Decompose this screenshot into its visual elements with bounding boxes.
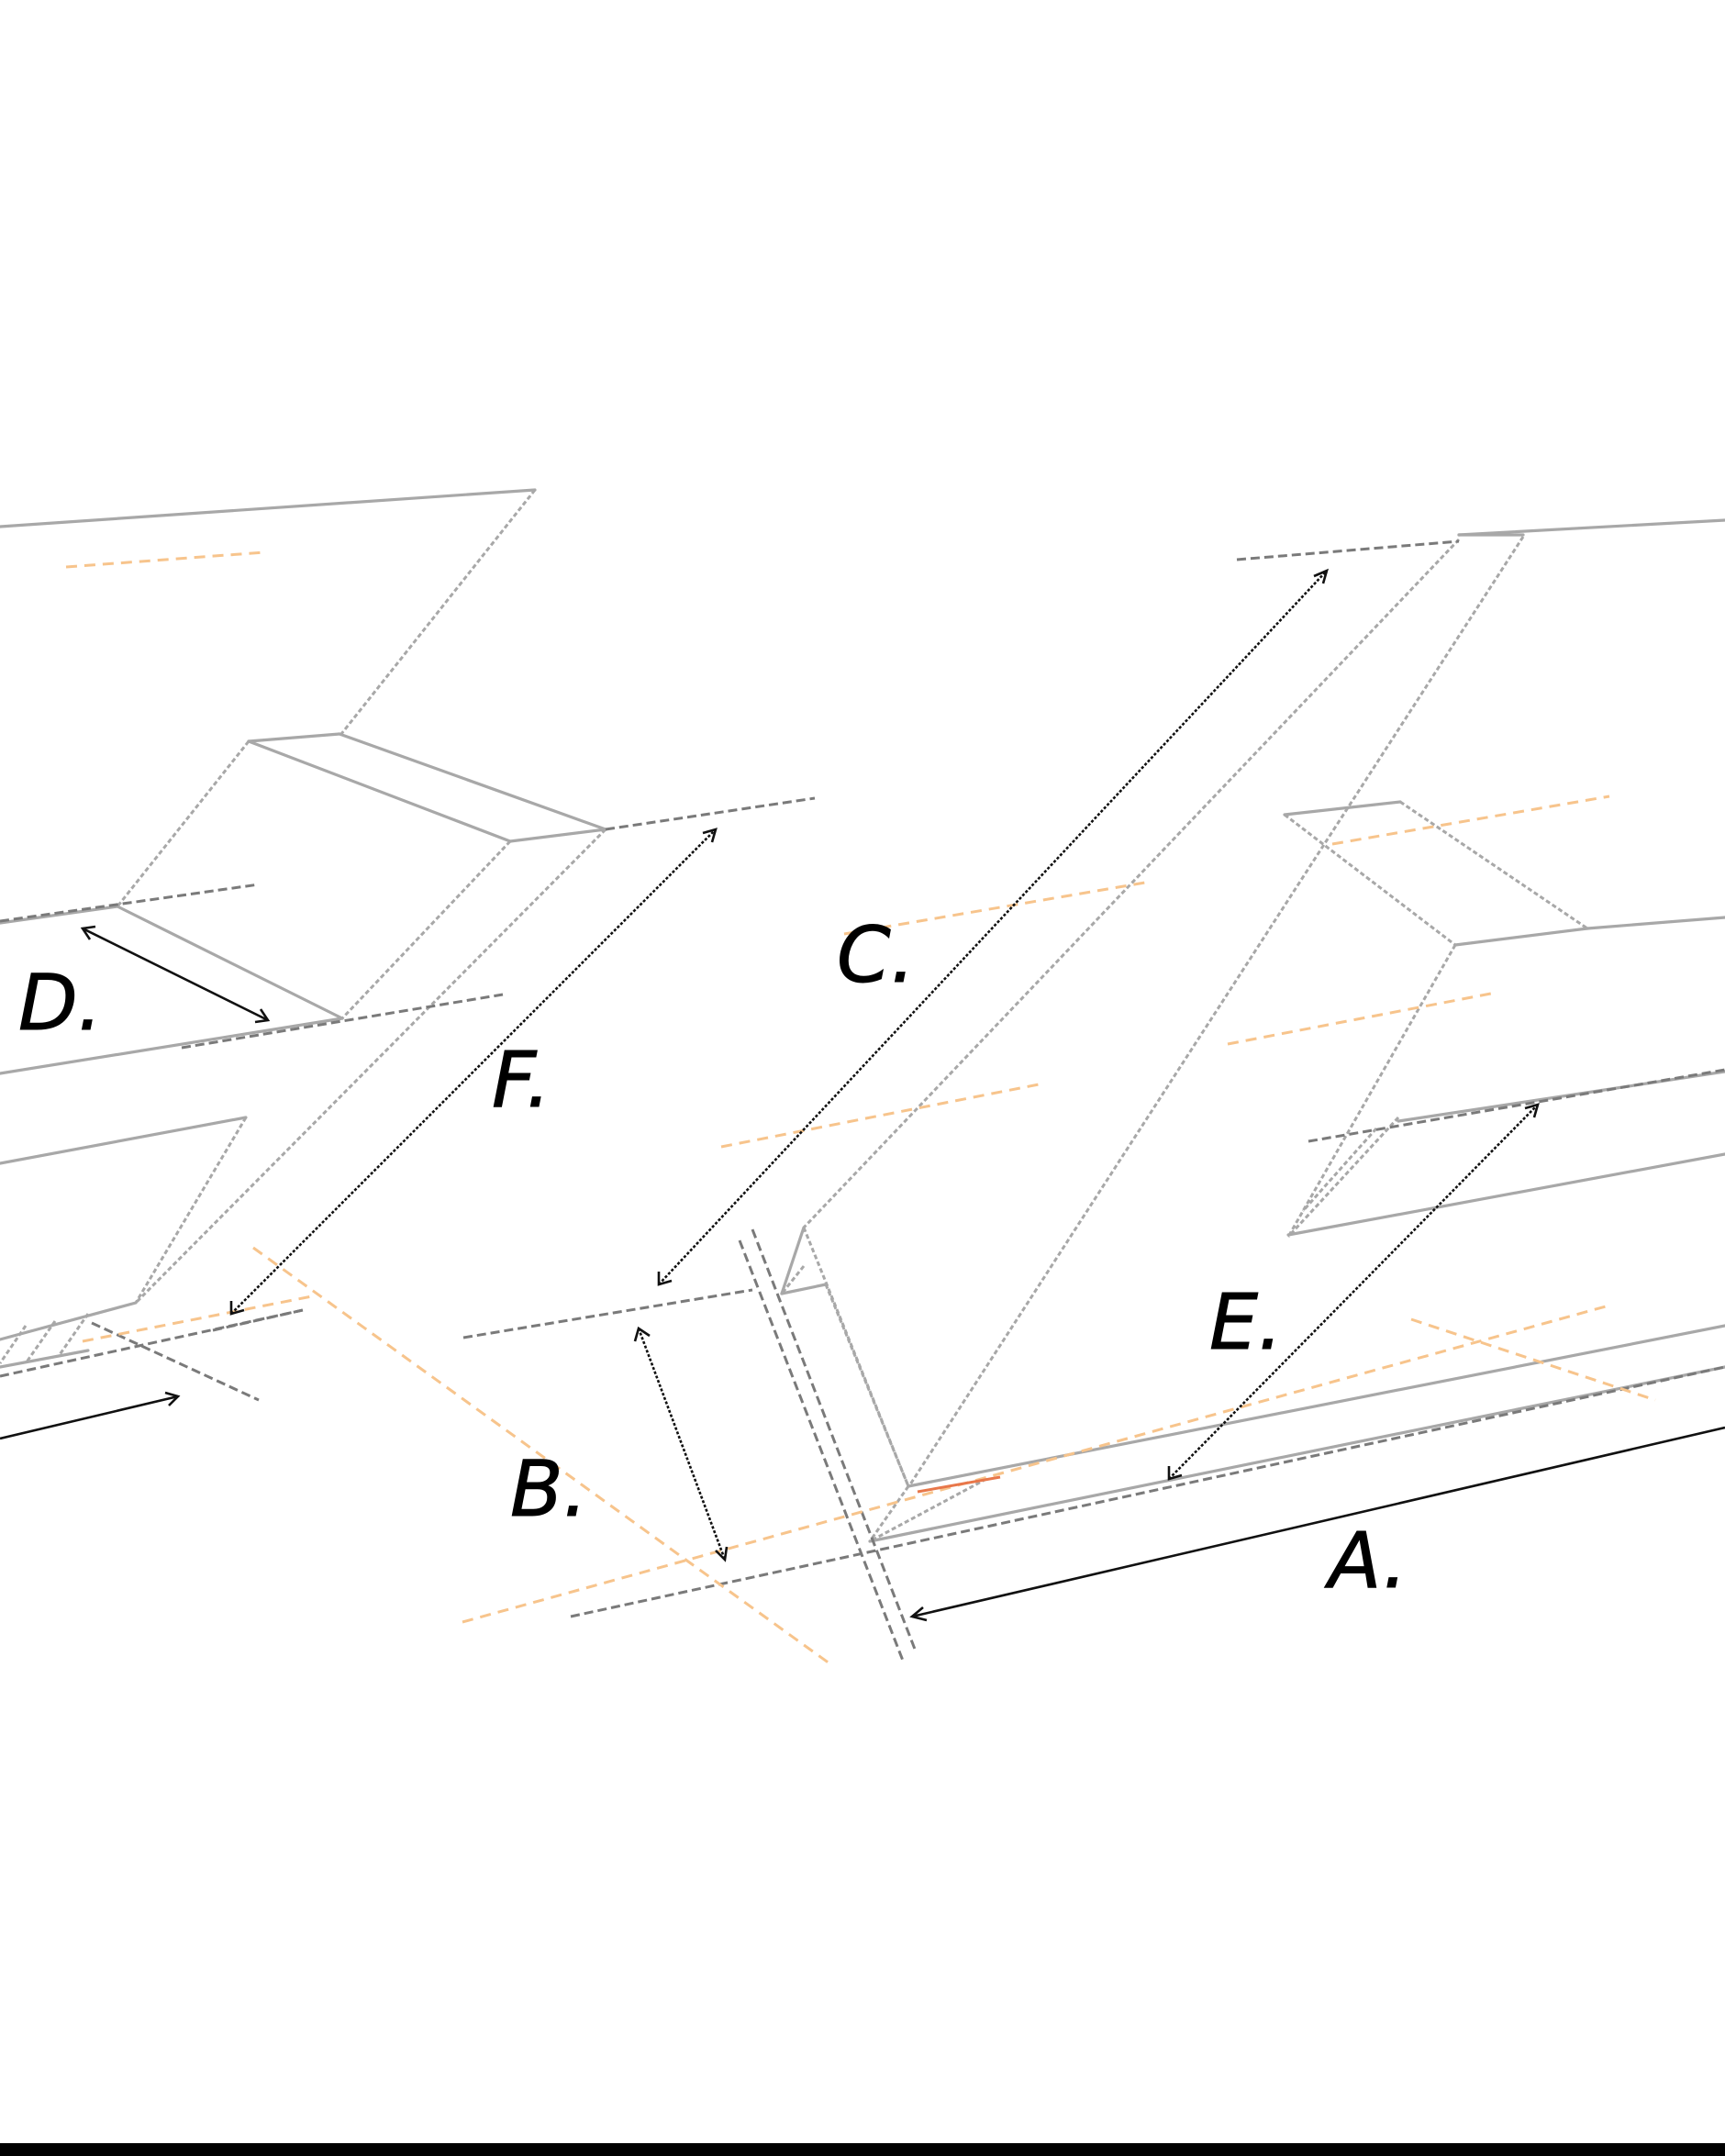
- right-front-ledge: [780, 1226, 806, 1295]
- ext-b-vertical-2: [751, 1228, 918, 1652]
- guide-5: [720, 1083, 1040, 1149]
- ext-f-top: [605, 796, 816, 831]
- ext-c-top: [1236, 539, 1460, 561]
- left-base-hatch-3: [57, 1313, 90, 1357]
- highlight-segment: [917, 1475, 1001, 1494]
- dim-a-arrow-left: [909, 1606, 928, 1622]
- left-lower-bottom-edge: [0, 1116, 248, 1165]
- left-step-top-slant: [247, 739, 512, 843]
- guide-9: [1410, 1317, 1656, 1402]
- right-base-corner-2: [868, 1485, 910, 1542]
- ext-c-bottom: [462, 1288, 753, 1339]
- right-base-edge-lower: [868, 1365, 1725, 1543]
- left-lower-top-edge: [0, 905, 119, 925]
- notch-left-slant: [1284, 813, 1456, 947]
- notch-lower-bottom: [1286, 1152, 1725, 1237]
- notch-front-vertical: [1286, 944, 1457, 1238]
- dim-b-arrow-top: [633, 1326, 651, 1342]
- right-base-edge: [907, 1324, 1725, 1488]
- dim-f-arrow-bottom: [229, 1301, 245, 1316]
- left-base-hatch-1: [0, 1325, 28, 1364]
- extension-lines: [0, 539, 1725, 1661]
- notch-front-vertical-2: [1286, 1116, 1400, 1239]
- construction-guides: [65, 550, 1656, 1668]
- guide-8: [462, 1305, 1607, 1624]
- right-front-lower-vertical: [802, 1227, 910, 1487]
- ext-left-base: [0, 1308, 304, 1378]
- left-top-edge: [0, 488, 537, 528]
- right-front-vertical: [802, 538, 1461, 1229]
- bottom-border-bar: [0, 2143, 1725, 2156]
- left-stepped-block: [0, 488, 607, 1369]
- label-d: D.: [18, 958, 102, 1048]
- ext-a-base: [570, 1365, 1725, 1618]
- right-ledge-top: [780, 1283, 828, 1295]
- notch-top-edge: [1283, 800, 1402, 817]
- left-step-right-vertical: [340, 839, 512, 1020]
- right-back-vertical: [908, 536, 1525, 1485]
- dim-d-arrow-right: [254, 1008, 271, 1024]
- dim-left-base-arrow: [164, 1391, 181, 1406]
- dim-d-line: [82, 927, 269, 1022]
- dim-e-arrow-top: [1524, 1103, 1540, 1118]
- ext-b-vertical: [738, 1239, 905, 1661]
- dim-b-line: [637, 1328, 727, 1561]
- dim-d-arrow-left: [80, 925, 96, 940]
- left-lower-mid-edge: [0, 1017, 344, 1075]
- guide-4: [1227, 991, 1497, 1046]
- dim-b-arrow-bottom: [715, 1546, 729, 1562]
- left-back-vertical: [339, 489, 537, 735]
- notch-right-slant: [1399, 800, 1588, 930]
- label-b: B.: [510, 1444, 587, 1534]
- ext-e-top: [1308, 1068, 1725, 1143]
- dim-e-line: [1168, 1104, 1539, 1480]
- notch-lower-top: [1397, 1070, 1725, 1123]
- left-step-back-vertical: [134, 828, 607, 1305]
- right-tall-block: [780, 518, 1725, 1543]
- left-base-bottom: [0, 1349, 90, 1369]
- ext-d-top: [0, 883, 260, 923]
- left-base-edge: [0, 1301, 138, 1341]
- guide-2: [843, 881, 1146, 936]
- guide-1: [65, 550, 265, 569]
- left-step-top-slant-2: [338, 732, 607, 831]
- dimension-labels: A. B. C. D. E. F.: [18, 910, 1408, 1606]
- notch-front-vertical-3: [1301, 1128, 1378, 1212]
- dim-a-line: [911, 1426, 1725, 1618]
- notch-right-edge: [1586, 916, 1725, 930]
- dim-c-arrow-top: [1313, 568, 1330, 584]
- guide-3: [1331, 795, 1610, 846]
- right-top-edge: [1457, 518, 1725, 537]
- dim-left-base-line: [0, 1395, 179, 1440]
- guide-7: [252, 1246, 834, 1668]
- dim-f-line: [230, 828, 717, 1315]
- left-lower-slant: [116, 905, 344, 1020]
- left-base-hatch-2: [24, 1320, 57, 1364]
- dim-c-line: [658, 570, 1328, 1285]
- dim-c-arrow-bottom: [657, 1272, 673, 1286]
- left-step-right-top: [508, 828, 607, 843]
- dim-f-arrow-top: [702, 828, 718, 843]
- label-c: C.: [837, 910, 915, 1000]
- guide-6: [82, 1294, 317, 1343]
- left-step-top-front: [247, 732, 341, 743]
- ext-left-diagonal: [91, 1321, 260, 1402]
- left-step-front-vertical: [116, 740, 250, 907]
- notch-bottom-edge: [1453, 927, 1589, 947]
- dim-e-arrow-bottom: [1167, 1466, 1183, 1481]
- left-lower-vertical: [134, 1117, 248, 1304]
- right-base-corner: [869, 1477, 987, 1543]
- label-e: E.: [1209, 1277, 1283, 1367]
- label-a: A.: [1324, 1516, 1408, 1606]
- right-ledge-hatch: [780, 1265, 806, 1295]
- dimension-lines: [0, 568, 1725, 1622]
- label-f: F.: [492, 1035, 551, 1125]
